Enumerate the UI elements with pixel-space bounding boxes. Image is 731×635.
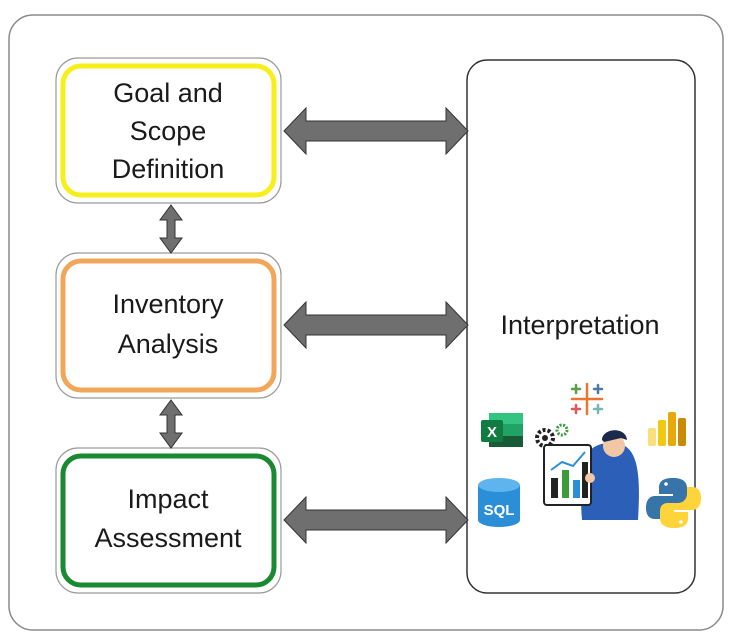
analyst-illustration bbox=[543, 430, 639, 520]
impact-assessment-line-2: Assessment bbox=[94, 523, 242, 553]
arrow-goal-inventory bbox=[159, 204, 183, 254]
interpretation-box: Interpretation bbox=[466, 59, 696, 594]
goal-scope-line-1: Goal and bbox=[113, 78, 223, 108]
inventory-analysis-box: Inventory Analysis bbox=[55, 252, 282, 399]
excel-icon: X bbox=[481, 413, 523, 447]
impact-assessment-line-1: Impact bbox=[127, 484, 209, 514]
arrow-goal-interpretation bbox=[283, 106, 469, 156]
arrow-impact-interpretation bbox=[283, 495, 469, 545]
goal-scope-box: Goal and Scope Definition bbox=[55, 57, 282, 204]
excel-letter: X bbox=[487, 424, 497, 441]
sql-label: SQL bbox=[484, 502, 515, 519]
goal-scope-line-3: Definition bbox=[112, 154, 225, 184]
interpretation-label: Interpretation bbox=[500, 310, 659, 340]
tableau-icon bbox=[570, 382, 604, 416]
python-icon bbox=[646, 478, 701, 528]
arrow-inventory-impact bbox=[159, 399, 183, 449]
impact-assessment-box: Impact Assessment bbox=[55, 447, 282, 594]
inventory-analysis-line-2: Analysis bbox=[118, 329, 219, 359]
power-bi-icon bbox=[648, 412, 686, 446]
sql-database-icon: SQL bbox=[478, 478, 520, 527]
inventory-analysis-line-1: Inventory bbox=[112, 289, 224, 319]
goal-scope-line-2: Scope bbox=[130, 116, 207, 146]
arrow-inventory-interpretation bbox=[283, 300, 469, 350]
